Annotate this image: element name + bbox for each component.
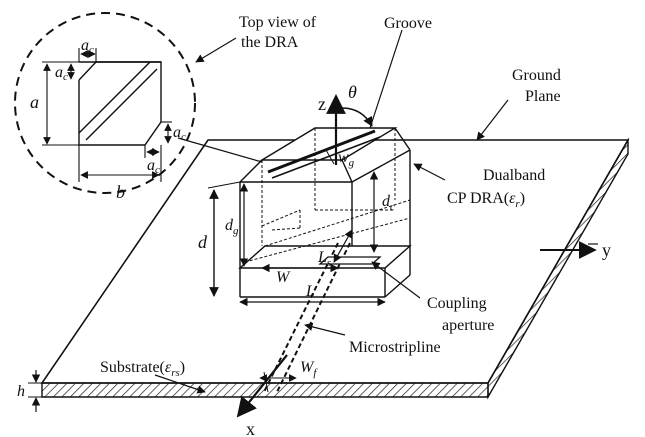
label-coupling-2: aperture [442, 317, 494, 334]
tv-sym-ac-top: ac [81, 37, 94, 56]
tv-sym-ac-bottom: ac [147, 157, 160, 176]
label-substrate: Substrate(εrs) [100, 359, 185, 379]
sym-W: W [276, 269, 291, 286]
sym-wg: wg [338, 149, 355, 169]
label-theta: θ [348, 82, 357, 102]
tv-sym-a: a [30, 92, 39, 112]
sym-Wf: Wf [300, 359, 318, 379]
label-top-view-2: the DRA [241, 34, 299, 51]
label-groove: Groove [384, 15, 432, 32]
sym-d: d [198, 232, 208, 252]
sym-dg: dg [225, 217, 239, 237]
leader-microstrip [304, 322, 346, 336]
label-x: x [246, 419, 255, 437]
tv-sym-ac-left: ac [55, 64, 68, 83]
substrate-side [487, 137, 629, 400]
label-microstripline: Microstripline [349, 339, 441, 356]
tv-sym-b: b [116, 182, 125, 202]
sym-L: L [305, 283, 315, 300]
label-ground-2: Plane [525, 88, 561, 105]
leader-ground [476, 99, 509, 141]
label-y: y [602, 240, 611, 260]
leader-coupling [371, 261, 421, 299]
leader-topview [195, 37, 237, 63]
top-view-circle [14, 12, 196, 194]
label-coupling-1: Coupling [427, 295, 487, 312]
leader-topview-dra [177, 137, 263, 163]
leader-dra [413, 163, 446, 181]
dim-wg [325, 149, 335, 165]
label-z: z [318, 94, 326, 114]
label-ground-1: Ground [512, 67, 561, 84]
dim-Ls [333, 229, 353, 263]
sym-dc: dc [382, 193, 395, 213]
theta-arc [341, 107, 373, 127]
label-top-view-1: Top view of [239, 14, 317, 31]
tv-sym-ac-right: ac [173, 124, 186, 143]
sym-Ls: Ls [317, 249, 331, 269]
leader-groove [369, 29, 403, 129]
top-view-square [78, 61, 162, 146]
sym-h: h [17, 383, 25, 400]
label-dra-2: CP DRA(εr) [447, 190, 525, 210]
label-dra-1: Dualband [483, 167, 545, 184]
x-axis [236, 354, 288, 418]
leader-substrate [154, 374, 206, 394]
